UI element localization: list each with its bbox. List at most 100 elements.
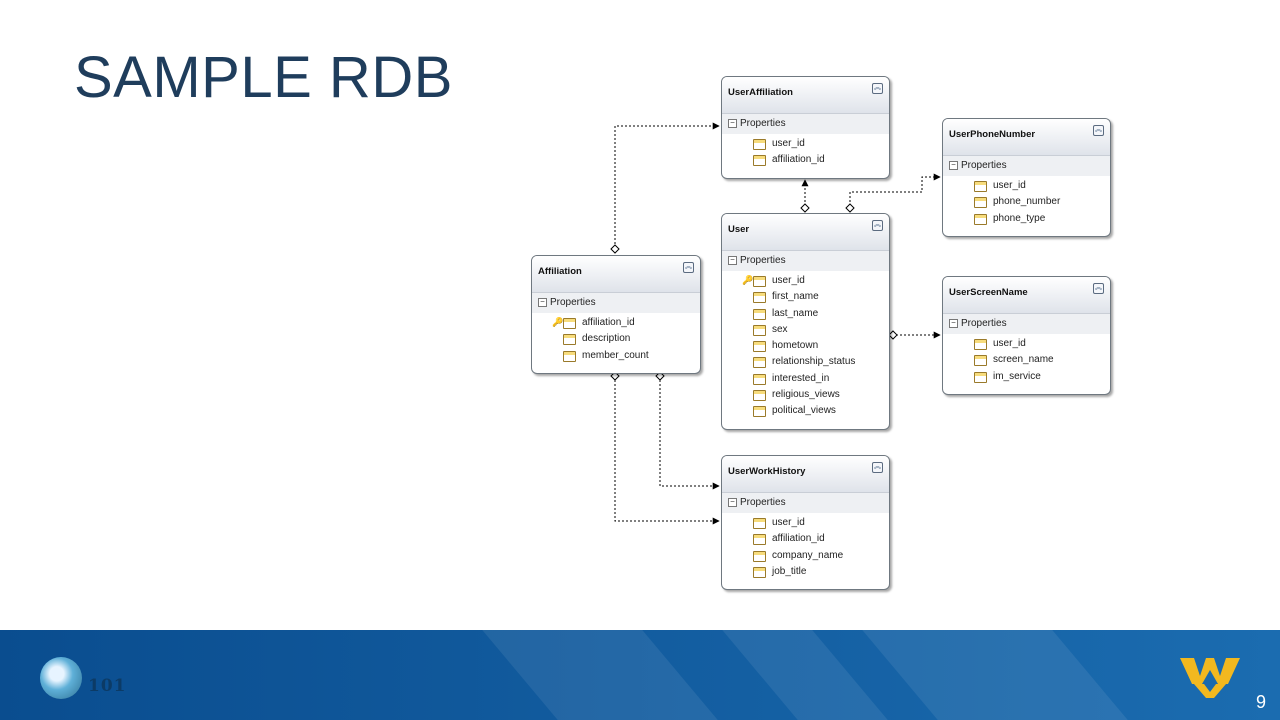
column-icon	[974, 197, 987, 209]
entity-name: UserScreenName	[949, 287, 1028, 298]
logo-text: 101	[88, 676, 127, 696]
collapse-icon[interactable]: ︽	[1093, 125, 1104, 136]
column-icon	[753, 406, 766, 418]
column-icon	[563, 334, 576, 346]
collapse-icon[interactable]: ︽	[872, 83, 883, 94]
page-number: 9	[1255, 692, 1266, 712]
properties-section[interactable]: − Properties	[532, 293, 700, 313]
property-row[interactable]: hometown	[722, 339, 889, 355]
entity-header: UserPhoneNumber ︽	[943, 119, 1110, 156]
key-icon: 🔑	[742, 275, 754, 285]
entity-name: Affiliation	[538, 266, 582, 277]
entity-name: UserPhoneNumber	[949, 129, 1036, 140]
footer-stripe	[482, 630, 718, 720]
entity-header: Affiliation ︽	[532, 256, 700, 293]
entity-userscreenname[interactable]: UserScreenName ︽ − Properties user_id sc…	[942, 276, 1111, 395]
column-icon	[753, 390, 766, 402]
wv-logo-icon	[1180, 658, 1240, 698]
entity-name: User	[728, 224, 750, 235]
entity-affiliation[interactable]: Affiliation ︽ − Properties 🔑affiliation_…	[531, 255, 701, 374]
collapse-icon[interactable]: ︽	[1093, 283, 1104, 294]
affiliation-to-useraffiliation-line	[614, 122, 720, 248]
property-row[interactable]: 🔑user_id	[742, 275, 805, 287]
column-icon	[753, 276, 766, 287]
section-label: Properties	[740, 255, 786, 266]
property-row[interactable]: 🔑affiliation_id	[552, 317, 635, 329]
affiliation-to-userworkhistory-line-2	[614, 380, 720, 525]
key-icon: 🔑	[552, 317, 564, 327]
property-row[interactable]: first_name	[722, 290, 889, 306]
diamond-icon	[845, 203, 855, 213]
slide-title: SAMPLE RDB	[74, 45, 453, 110]
section-label: Properties	[550, 297, 596, 308]
property-row[interactable]: interested_in	[722, 372, 889, 388]
collapse-section-icon[interactable]: −	[949, 161, 958, 170]
entity-header: UserWorkHistory ︽	[722, 456, 889, 493]
collapse-icon[interactable]: ︽	[683, 262, 694, 273]
column-icon	[974, 371, 987, 383]
entity-header: UserAffiliation ︽	[722, 77, 889, 114]
column-icon	[753, 341, 766, 353]
column-icon	[753, 550, 766, 562]
property-row[interactable]: affiliation_id	[722, 153, 889, 169]
property-row[interactable]: relationship_status	[722, 355, 889, 371]
property-row[interactable]: user_id	[722, 516, 889, 532]
property-row[interactable]: affiliation_id	[722, 532, 889, 548]
collapse-icon[interactable]: ︽	[872, 462, 883, 473]
column-icon	[753, 534, 766, 546]
property-row[interactable]: im_service	[943, 370, 1110, 386]
collapse-icon[interactable]: ︽	[872, 220, 883, 231]
property-row[interactable]: political_views	[722, 404, 889, 420]
collapse-section-icon[interactable]: −	[728, 256, 737, 265]
property-row[interactable]: religious_views	[722, 388, 889, 404]
properties-section[interactable]: − Properties	[722, 493, 889, 513]
entity-name: UserWorkHistory	[728, 466, 806, 477]
column-icon	[974, 339, 987, 350]
footer-stripe	[862, 630, 1128, 720]
property-row[interactable]: user_id	[722, 137, 889, 153]
properties-section[interactable]: − Properties	[722, 114, 889, 134]
property-row[interactable]: company_name	[722, 549, 889, 565]
section-label: Properties	[740, 497, 786, 508]
column-icon	[753, 139, 766, 150]
property-row[interactable]: description	[532, 332, 700, 348]
properties-section[interactable]: − Properties	[722, 251, 889, 271]
column-icon	[753, 308, 766, 320]
column-icon	[563, 318, 576, 329]
column-icon	[753, 566, 766, 578]
entity-header: UserScreenName ︽	[943, 277, 1110, 314]
property-row[interactable]: phone_number	[943, 195, 1110, 211]
entity-name: UserAffiliation	[728, 87, 793, 98]
column-icon	[753, 155, 766, 167]
diamond-icon	[800, 203, 810, 213]
column-icon	[753, 373, 766, 385]
column-icon	[974, 355, 987, 367]
property-row[interactable]: last_name	[722, 307, 889, 323]
section-label: Properties	[740, 118, 786, 129]
affiliation-to-userworkhistory-line-1	[659, 380, 720, 490]
entity-header: User ︽	[722, 214, 889, 251]
footer-stripe	[722, 630, 888, 720]
diamond-icon	[888, 330, 898, 340]
collapse-section-icon[interactable]: −	[949, 319, 958, 328]
property-row[interactable]: sex	[722, 323, 889, 339]
collapse-section-icon[interactable]: −	[538, 298, 547, 307]
property-row[interactable]: member_count	[532, 349, 700, 365]
property-row[interactable]: user_id	[943, 179, 1110, 195]
property-row[interactable]: screen_name	[943, 353, 1110, 369]
property-row[interactable]: job_title	[722, 565, 889, 581]
entity-useraffiliation[interactable]: UserAffiliation ︽ − Properties user_id a…	[721, 76, 890, 179]
section-label: Properties	[961, 160, 1007, 171]
collapse-section-icon[interactable]: −	[728, 119, 737, 128]
property-row[interactable]: user_id	[943, 337, 1110, 353]
properties-section[interactable]: − Properties	[943, 314, 1110, 334]
column-icon	[753, 357, 766, 369]
entity-user[interactable]: User ︽ − Properties 🔑user_id first_name …	[721, 213, 890, 430]
entity-userphonenumber[interactable]: UserPhoneNumber ︽ − Properties user_id p…	[942, 118, 1111, 237]
properties-section[interactable]: − Properties	[943, 156, 1110, 176]
column-icon	[753, 518, 766, 529]
collapse-section-icon[interactable]: −	[728, 498, 737, 507]
diamond-icon	[610, 244, 620, 254]
property-row[interactable]: phone_type	[943, 212, 1110, 228]
entity-userworkhistory[interactable]: UserWorkHistory ︽ − Properties user_id a…	[721, 455, 890, 590]
